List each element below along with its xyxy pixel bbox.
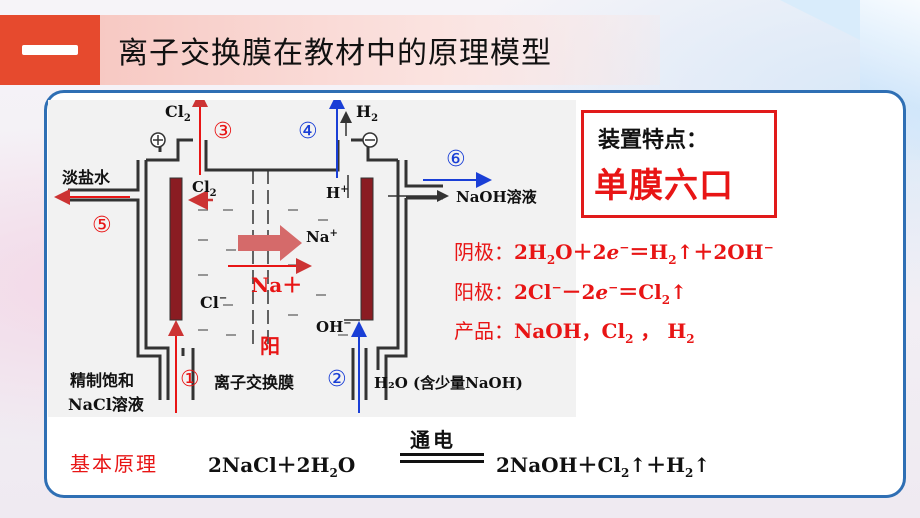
electrolysis-cell-diagram: Cl2 Cl2 H2 H+ Na+ Na＋ Cl− OH− 淡盐水 NaOH溶液… (48, 100, 576, 417)
feature-title: 装置特点： (598, 128, 709, 153)
feature-main: 单膜六口 (594, 166, 734, 206)
membrane-label: 离子交换膜 (214, 373, 294, 392)
product-label: 产品： (454, 319, 514, 343)
water-in-label: H₂O (含少量NaOH) (374, 374, 523, 392)
h-plus-label: H+ (326, 184, 349, 202)
cathode-equation: 阴极：2H2O＋2e−＝H2↑＋2OH− (454, 240, 774, 267)
brine-in-label-1: 精制饱和 (70, 371, 134, 390)
port-6: ⑥ (446, 147, 466, 172)
na-plus-inner-label: Na+ (306, 228, 338, 246)
anode-label-text: 阳极： (454, 280, 514, 304)
cl2-inner-label: Cl2 (192, 178, 217, 199)
section-number (0, 15, 100, 85)
principle-condition: 通电 (410, 428, 456, 452)
equals-line-bottom (400, 460, 484, 463)
title-bar (100, 15, 660, 85)
principle-products: 2NaOH＋Cl2↑＋H2↑ (496, 453, 711, 480)
naoh-out-label: NaOH溶液 (456, 188, 538, 206)
principle-reactants: 2NaCl＋2H2O (208, 453, 356, 480)
oh-minus-label: OH− (316, 318, 352, 336)
equals-line-top (400, 453, 484, 456)
na-plus-red-label: Na＋ (251, 273, 302, 297)
port-4: ④ (298, 119, 318, 144)
brine-out-label: 淡盐水 (62, 168, 111, 187)
h2-top-label: H2 (356, 102, 378, 124)
cathode-label: 阴极： (454, 240, 514, 264)
page-title: 离子交换膜在教材中的原理模型 (118, 36, 552, 71)
anode-label: 阳 (260, 334, 280, 358)
cl2-top-label: Cl2 (165, 102, 191, 124)
port-2: ② (327, 367, 347, 392)
brine-in-label-2: NaCl溶液 (68, 395, 145, 414)
product-line: 产品：NaOH，Cl2 ， H2 (454, 319, 695, 346)
anode-equation: 阳极：2Cl−－2e−＝Cl2↑ (454, 280, 687, 307)
port-3: ③ (213, 119, 233, 144)
principle-label: 基本原理 (70, 452, 158, 476)
port-5: ⑤ (92, 213, 112, 238)
cl-minus-label: Cl− (200, 293, 227, 312)
feature-box (581, 110, 777, 218)
port-1: ① (180, 367, 200, 392)
